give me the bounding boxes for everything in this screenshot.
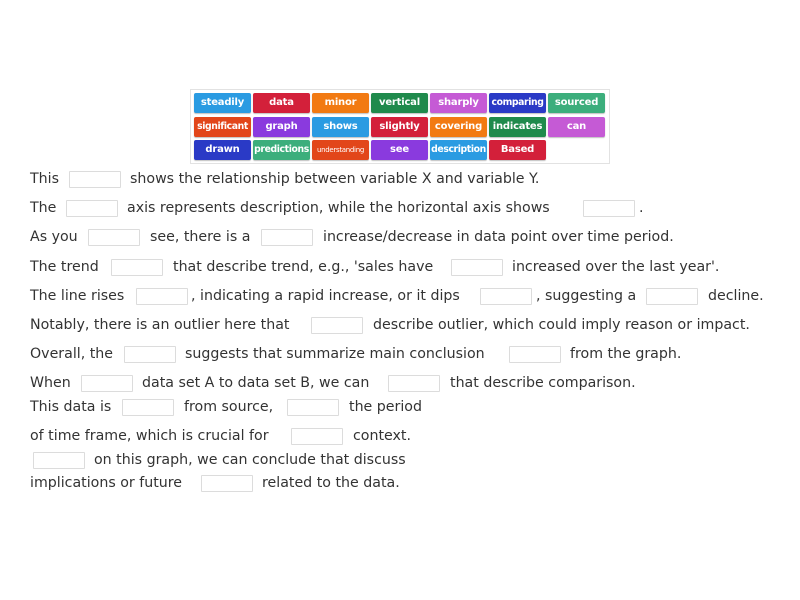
- answer-blank[interactable]: [124, 346, 176, 363]
- sentence-text: When: [30, 375, 71, 391]
- sentence-text: from source,: [184, 399, 274, 415]
- sentence-text: shows the relationship between variable …: [130, 171, 540, 187]
- tile-comparing[interactable]: comparing: [489, 93, 546, 113]
- answer-blank[interactable]: [261, 229, 313, 246]
- sentence-text: that describe trend, e.g., 'sales have: [173, 259, 434, 275]
- answer-blank[interactable]: [66, 200, 118, 217]
- answer-blank[interactable]: [136, 288, 188, 305]
- sentence-text: that describe comparison.: [450, 375, 636, 391]
- sentence-text: decline.: [708, 288, 764, 304]
- sentence-text: the period: [349, 399, 422, 415]
- sentence-text: The line rises: [30, 288, 125, 304]
- sentence-text: axis represents description, while the h…: [127, 200, 550, 216]
- tile-can[interactable]: can: [548, 117, 605, 137]
- answer-blank[interactable]: [69, 171, 121, 188]
- answer-blank[interactable]: [451, 259, 503, 276]
- tile-vertical[interactable]: vertical: [371, 93, 428, 113]
- sentence-text: .: [639, 200, 644, 216]
- answer-blank[interactable]: [33, 452, 85, 469]
- tile-indicates[interactable]: indicates: [489, 117, 546, 137]
- answer-blank[interactable]: [311, 317, 363, 334]
- sentence-text: describe outlier, which could imply reas…: [373, 317, 750, 333]
- tile-covering[interactable]: covering: [430, 117, 487, 137]
- sentence-text: on this graph, we can conclude that disc…: [94, 452, 406, 468]
- sentence-text: This: [30, 171, 59, 187]
- sentence-text: Notably, there is an outlier here that: [30, 317, 290, 333]
- sentence-text: data set A to data set B, we can: [142, 375, 370, 391]
- sentence-text: Overall, the: [30, 346, 114, 362]
- answer-blank[interactable]: [88, 229, 140, 246]
- sentence-text: from the graph.: [570, 346, 682, 362]
- tile-understanding[interactable]: understanding: [312, 140, 369, 160]
- answer-blank[interactable]: [583, 200, 635, 217]
- tile-significant[interactable]: significant: [194, 117, 251, 137]
- tile-description[interactable]: description: [430, 140, 487, 160]
- sentence-text: increased over the last year'.: [512, 259, 720, 275]
- tile-data[interactable]: data: [253, 93, 310, 113]
- answer-blank[interactable]: [291, 428, 343, 445]
- answer-blank[interactable]: [201, 475, 253, 492]
- tile-based[interactable]: Based: [489, 140, 546, 160]
- word-bank: steadily data minor vertical sharply com…: [190, 89, 610, 164]
- answer-blank[interactable]: [509, 346, 561, 363]
- tile-minor[interactable]: minor: [312, 93, 369, 113]
- answer-blank[interactable]: [122, 399, 174, 416]
- sentence-text: The trend: [30, 259, 99, 275]
- sentence-text: This data is: [30, 399, 112, 415]
- answer-blank[interactable]: [646, 288, 698, 305]
- answer-blank[interactable]: [287, 399, 339, 416]
- tile-shows[interactable]: shows: [312, 117, 369, 137]
- tile-predictions[interactable]: predictions: [253, 140, 310, 160]
- tile-slightly[interactable]: slightly: [371, 117, 428, 137]
- answer-blank[interactable]: [81, 375, 133, 392]
- sentence-text: increase/decrease in data point over tim…: [323, 229, 674, 245]
- answer-blank[interactable]: [388, 375, 440, 392]
- answer-blank[interactable]: [480, 288, 532, 305]
- sentence-text: suggests that summarize main conclusion: [185, 346, 485, 362]
- sentence-text: see, there is a: [150, 229, 251, 245]
- answer-blank[interactable]: [111, 259, 163, 276]
- sentence-text: of time frame, which is crucial for: [30, 428, 269, 444]
- sentence-text: related to the data.: [262, 475, 400, 491]
- sentence-text: context.: [353, 428, 411, 444]
- tile-sourced[interactable]: sourced: [548, 93, 605, 113]
- sentence-text: As you: [30, 229, 78, 245]
- tile-steadily[interactable]: steadily: [194, 93, 251, 113]
- sentence-text: , indicating a rapid increase, or it dip…: [191, 288, 460, 304]
- tile-drawn[interactable]: drawn: [194, 140, 251, 160]
- tile-sharply[interactable]: sharply: [430, 93, 487, 113]
- sentence-text: implications or future: [30, 475, 183, 491]
- sentence-text: , suggesting a: [536, 288, 637, 304]
- tile-graph[interactable]: graph: [253, 117, 310, 137]
- sentence-text: The: [30, 200, 57, 216]
- tile-see[interactable]: see: [371, 140, 428, 160]
